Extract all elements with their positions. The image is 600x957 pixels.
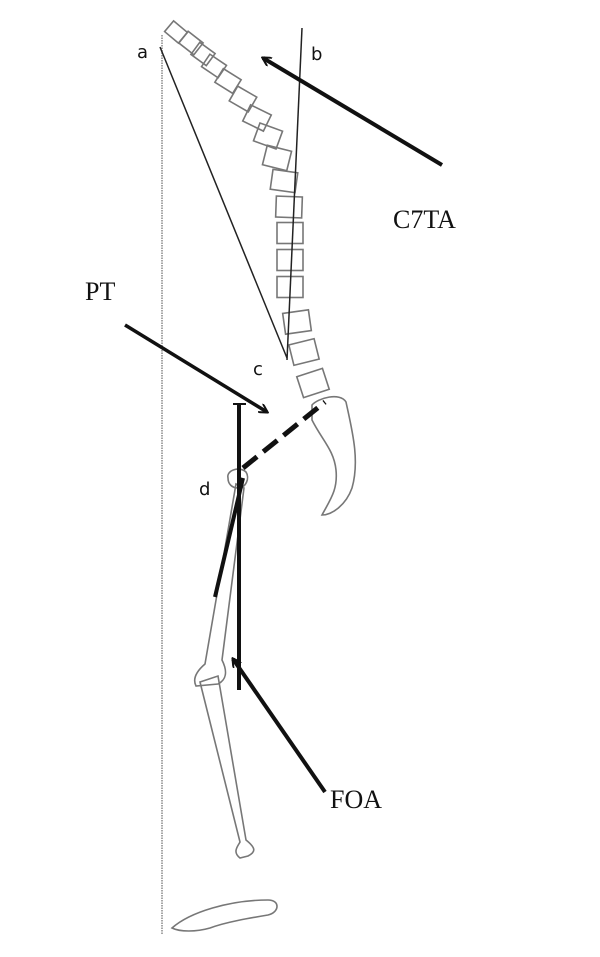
label-pt: PT — [85, 277, 115, 306]
vertebra — [228, 85, 258, 113]
vertebral-column — [163, 19, 331, 399]
tibia-bone — [199, 674, 255, 859]
label-d: d — [199, 479, 210, 500]
foa-arrow — [233, 659, 327, 794]
vertebra — [213, 67, 243, 95]
vertebra — [274, 195, 304, 219]
pelvic-dashed-line — [241, 400, 327, 470]
vertebra — [163, 19, 189, 45]
vertebra — [269, 168, 299, 194]
c7ta-arrow — [263, 56, 444, 167]
pelvis-bone — [311, 395, 357, 516]
label-foa: FOA — [330, 785, 382, 814]
vertebra — [276, 221, 304, 245]
line-a-c — [159, 46, 288, 359]
vertebra — [281, 308, 313, 336]
vertebra — [295, 367, 331, 399]
vertebra — [261, 144, 293, 172]
label-c: c — [253, 359, 263, 380]
vertebra — [276, 248, 304, 272]
label-a: a — [137, 42, 148, 63]
femoral-head — [227, 468, 249, 489]
femoral-axis-line — [213, 477, 245, 598]
pt-arrow — [124, 323, 267, 412]
vertebra — [241, 103, 273, 133]
vertebra — [287, 337, 321, 367]
foot-bone — [170, 899, 278, 932]
label-c7ta: C7TA — [393, 205, 456, 234]
vertebra — [177, 30, 205, 56]
label-b: b — [311, 44, 322, 65]
vertebra — [252, 121, 284, 151]
femur-bone — [193, 482, 245, 687]
vertebra — [189, 41, 217, 67]
vertebra — [200, 53, 228, 79]
line-b-c — [286, 27, 303, 361]
